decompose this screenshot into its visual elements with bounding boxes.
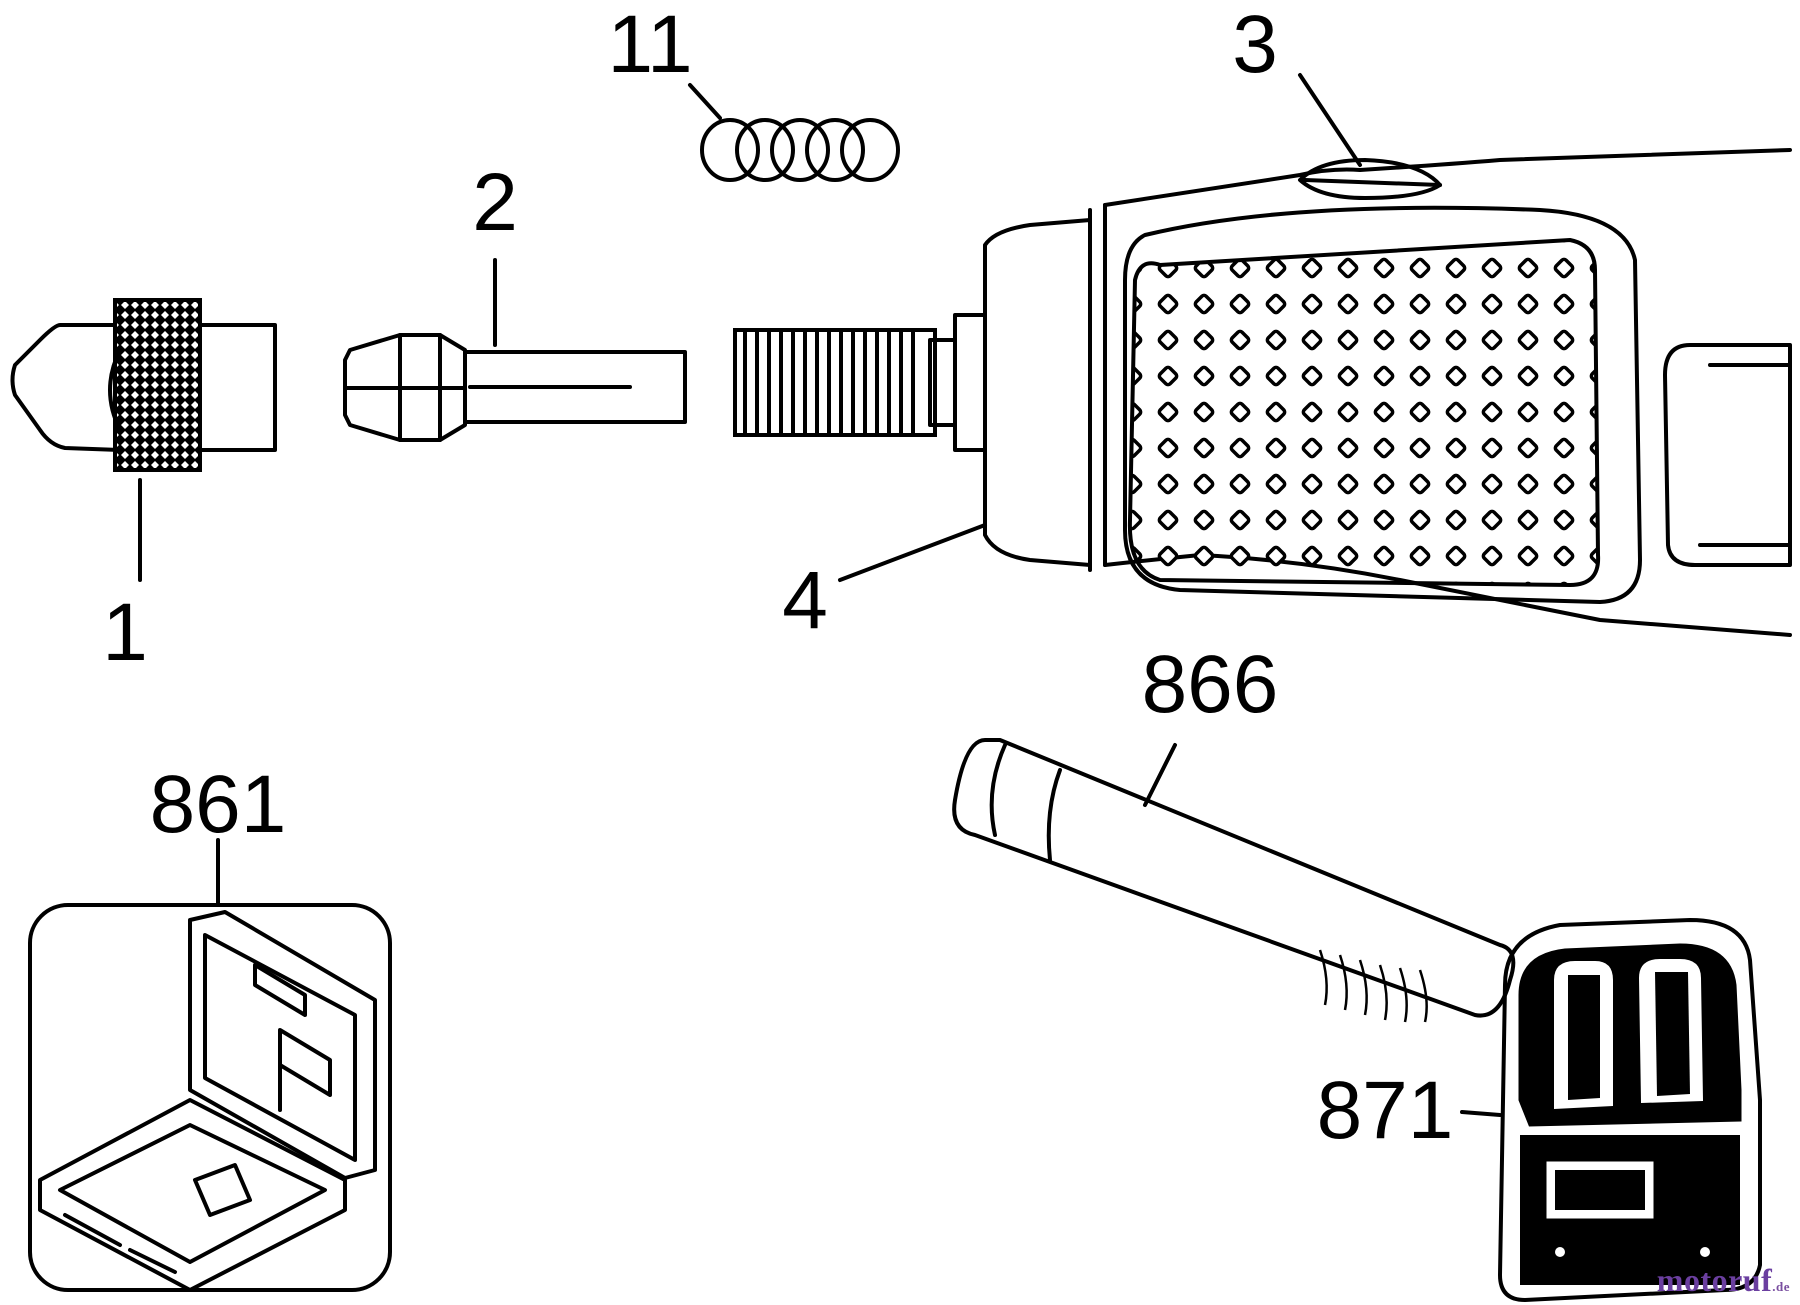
part-label-4: 4 [782,555,828,646]
spring-part [688,83,900,182]
watermark-logo: motoruf.de [1657,1262,1790,1299]
charger-part [1460,918,1762,1302]
collet-part [343,258,687,442]
part-label-2: 2 [472,157,518,248]
part-label-3: 3 [1232,0,1278,90]
part-label-871: 871 [1317,1065,1454,1156]
tool-body-part [733,73,1792,637]
watermark-suffix: .de [1772,1279,1790,1294]
part-label-11: 11 [607,0,692,90]
part-label-861: 861 [150,759,287,850]
watermark-text: motoruf [1656,1262,1773,1298]
collet-nut-part [10,298,277,582]
carrying-case-part [28,838,392,1292]
part-label-866: 866 [1142,639,1279,730]
part-label-1: 1 [102,587,148,678]
battery-part [952,738,1516,1023]
